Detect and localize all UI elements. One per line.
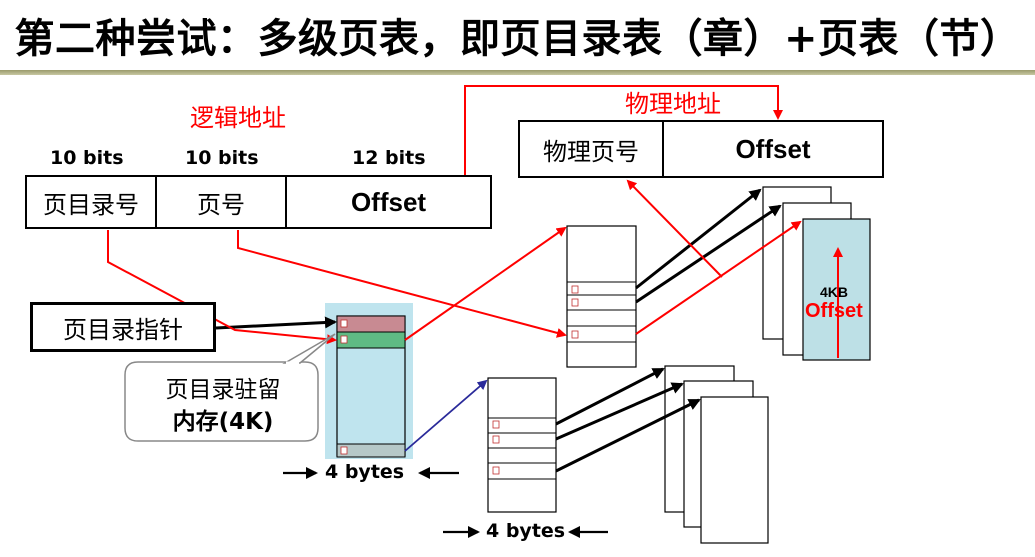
page-table-lower [487,377,557,513]
page-number-field: 页号 [155,175,287,229]
dir-to-lower-table-arrow [404,379,488,452]
frame-number-arrow [626,179,723,278]
pte-arrow [635,204,782,304]
logical-address-label: 逻辑地址 [190,104,286,132]
entry-marker [571,330,579,339]
pte-arrow [555,382,684,441]
frame-offset-label: Offset [805,300,863,322]
page-directory-pointer: 页目录指针 [30,302,216,352]
pte-arrow [555,367,665,426]
pte-arrow [555,398,701,473]
pte-arrow [635,188,762,290]
callout-text: 页目录驻留 内存(4K) [138,374,308,438]
dir-to-upper-table-arrow [404,226,567,341]
page-directory-number-field: 页目录号 [25,175,157,229]
callout-line-2: 内存(4K) [172,409,274,435]
physical-page-number-field: 物理页号 [518,120,664,178]
physical-offset-field: Offset [662,120,884,178]
entry-marker [492,420,500,429]
offset-copy-path [464,85,783,176]
entry-marker [571,285,579,294]
title-divider [0,70,1035,75]
callout-bubble [124,361,319,442]
page-table-upper [566,225,637,368]
directory-entry-size-label: 4 bytes [325,461,405,483]
entry-marker [492,466,500,475]
dir-bits-label: 10 bits [50,147,124,169]
entry-marker [571,298,579,307]
page-table-entry-size-label: 4 bytes [486,520,566,542]
frame-size-label: 4KB [820,284,849,300]
page-index-path [237,230,567,338]
page-frame-target [802,218,871,361]
slide-title: 第二种尝试：多级页表，即页目录表（章）+页表（节） [14,16,1021,62]
entry-marker [340,335,348,344]
physical-address-label: 物理地址 [625,90,721,118]
logical-offset-field: Offset [285,175,492,229]
entry-marker [340,446,348,455]
page-bits-label: 10 bits [185,147,259,169]
entry-marker [340,319,348,328]
dir-index-path [107,230,337,345]
page-frame [700,396,769,544]
pointer-arrow [215,316,337,330]
entry-marker [492,435,500,444]
pte-to-frame-arrow [635,220,802,335]
callout-line-1: 页目录驻留 [165,377,281,403]
offset-bits-label: 12 bits [352,147,426,169]
